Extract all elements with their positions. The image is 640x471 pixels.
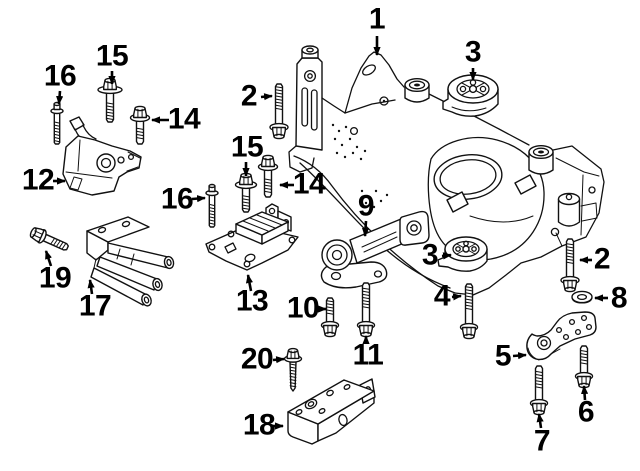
torque-arm-mount-drawing (320, 210, 430, 289)
pendulum-support-drawing (287, 378, 376, 445)
bolt-7-drawing (529, 365, 549, 416)
bolt-10-drawing (320, 297, 340, 338)
callout-arrow-16b (191, 195, 206, 203)
bolt-11-drawing (356, 282, 376, 338)
callout-arrow-9 (361, 220, 370, 237)
bolt-14-lower-drawing (257, 154, 279, 198)
bushing-mount-upper-drawing (442, 74, 499, 117)
bushing-mount-lower-drawing (437, 236, 488, 272)
callout-arrow-13 (245, 274, 254, 292)
callout-arrow-19 (44, 250, 53, 267)
stud-16-upper-drawing (50, 101, 64, 145)
bolt-15-lower-drawing (234, 172, 258, 213)
support-bracket-drawing (86, 216, 175, 307)
engine-mount-drawing (62, 116, 142, 196)
bolt-6-drawing (574, 345, 594, 389)
callout-arrow-3b (441, 252, 452, 260)
callout-arrow-20 (272, 356, 285, 364)
rear-mount-bracket-drawing (526, 311, 597, 361)
callout-arrow-2a (260, 93, 273, 101)
callout-arrow-16a (56, 90, 64, 105)
bolt-2-left-drawing (269, 83, 289, 140)
fasteners-layer (29, 77, 594, 416)
callout-arrow-7 (536, 413, 544, 429)
washer-drawing (571, 290, 593, 304)
bolt-4-drawing (459, 283, 479, 340)
bolt-15-upper-drawing (97, 77, 123, 123)
bolt-14-upper-drawing (129, 105, 151, 145)
callout-arrows-layer (44, 36, 608, 430)
callout-arrow-5 (512, 352, 527, 360)
bolt-2-right-drawing (560, 238, 580, 293)
callout-arrow-6 (580, 385, 589, 401)
transmission-mount-drawing (205, 203, 299, 271)
bolt-19-drawing (29, 227, 70, 251)
subframe-crossmember-drawing (288, 45, 605, 296)
texture-dots (331, 123, 389, 209)
callout-arrow-4 (451, 293, 462, 301)
callout-arrow-17 (87, 279, 95, 295)
screw-20-drawing (283, 347, 303, 392)
stud-16-lower-drawing (205, 183, 219, 228)
